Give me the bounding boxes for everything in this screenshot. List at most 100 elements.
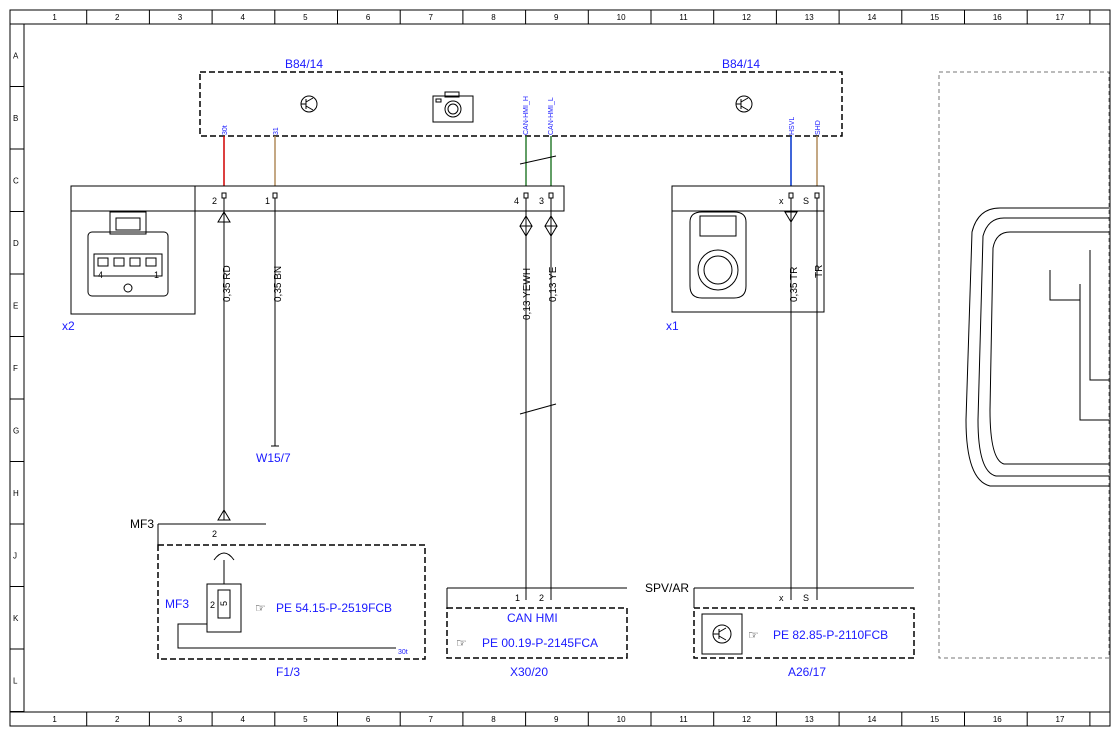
- signal-hsvl: HSVL: [789, 117, 796, 135]
- ref-hand-icon: ☞: [456, 636, 467, 650]
- grid-col-label: 16: [993, 715, 1002, 724]
- grid-col-label: 16: [993, 13, 1002, 22]
- fuse-icon: 2 5: [206, 560, 242, 633]
- grid-col-label: 7: [429, 13, 434, 22]
- grid-col-label: 14: [867, 715, 876, 724]
- pin-x2-1: 1: [265, 196, 270, 206]
- pin-x2-4: 4: [514, 196, 519, 206]
- signal-can-l: CAN-HMI_L: [548, 97, 555, 135]
- ref-pe-a26: PE 82.85-P-2110FCB: [773, 628, 888, 642]
- grid-col-label: 5: [303, 715, 308, 724]
- ref-pe-can: PE 00.19-P-2145FCA: [482, 636, 598, 650]
- plug-x2-pin-1: 1: [154, 270, 159, 280]
- connector-x2-label: x2: [62, 319, 75, 333]
- f1-3-label: F1/3: [276, 665, 300, 679]
- x30-20-label: X30/20: [510, 665, 548, 679]
- connector-x1-box: [671, 185, 825, 313]
- grid-col-label: 10: [617, 13, 626, 22]
- grid-col-label: 3: [178, 13, 183, 22]
- grid-row-label: A: [13, 51, 19, 60]
- grid-col-label: 13: [805, 13, 814, 22]
- grid-col-label: 12: [742, 13, 751, 22]
- vehicle-outline: [965, 207, 1109, 487]
- connector-arrow: [784, 211, 798, 223]
- pin-x2-3: 3: [539, 196, 544, 206]
- connector-x2-box: [70, 185, 196, 315]
- plug-x2-pin-4: 4: [98, 270, 103, 280]
- pin-spv-x: x: [779, 593, 784, 603]
- pin-can-2: 2: [539, 593, 544, 603]
- grid-col-label: 8: [491, 715, 496, 724]
- pin-can-1: 1: [515, 593, 520, 603]
- signal-can-h: CAN-HMI_H: [523, 96, 530, 135]
- grid-col-label: 9: [554, 13, 559, 22]
- grid-col-label: 4: [240, 715, 245, 724]
- grid-row-label: K: [13, 614, 19, 623]
- grid-col-label: 12: [742, 715, 751, 724]
- pin-x2-3-mark: [548, 192, 554, 199]
- grid-col-label: 6: [366, 13, 371, 22]
- pin-x1-x: x: [779, 196, 784, 206]
- double-arrow: [544, 215, 558, 237]
- grid-col-label: 11: [679, 715, 688, 724]
- fuse-pin-5: 5: [219, 601, 229, 606]
- vehicle-area-box: [938, 71, 1110, 659]
- b84-module-box: [199, 71, 843, 137]
- transistor-icon: [735, 95, 753, 113]
- pin-x2-4-mark: [523, 192, 529, 199]
- mf3-top-label: MF3: [130, 517, 154, 531]
- b84-left-label: B84/14: [285, 57, 323, 71]
- grid-col-label: 1: [52, 715, 57, 724]
- grid-row-label: E: [13, 301, 18, 310]
- ref-hand-icon: ☞: [748, 628, 759, 642]
- pin-x1-s: S: [803, 196, 809, 206]
- grid-col-label: 10: [617, 715, 626, 724]
- plug-x2-icon: 4 1: [87, 211, 169, 297]
- double-arrow: [519, 215, 533, 237]
- fuse-30t-label: 30t: [398, 649, 408, 656]
- grid-col-label: 14: [867, 13, 876, 22]
- twist-mark: [519, 155, 557, 165]
- grid-row-label: B: [13, 114, 18, 123]
- grid-row-label: L: [13, 676, 18, 685]
- grid-col-label: 6: [366, 715, 371, 724]
- spv-ar-label: SPV/AR: [645, 581, 689, 595]
- grid-row-label: J: [13, 551, 17, 560]
- grid-col-label: 8: [491, 13, 496, 22]
- grid-col-label: 17: [1056, 715, 1065, 724]
- grid-col-label: 13: [805, 715, 814, 724]
- grid-row-label: G: [13, 426, 19, 435]
- grid-row-label: C: [13, 176, 19, 185]
- pin-x2-1-mark: [272, 192, 278, 199]
- a26-17-inner: [701, 613, 743, 655]
- pin-spv-s: S: [803, 593, 809, 603]
- grid-col-label: 15: [930, 715, 939, 724]
- twist-mark: [519, 403, 557, 415]
- wire-label-rd: 0,35 RD: [222, 265, 233, 302]
- can-hmi-label: CAN HMI: [507, 611, 558, 625]
- pin-x2-2: 2: [212, 196, 217, 206]
- fuse-return-line: [177, 623, 396, 649]
- pin-x1-s-mark: [814, 192, 820, 199]
- connector-arrow: [217, 211, 231, 223]
- wire-label-tr1: 0,35 TR: [789, 267, 800, 302]
- plug-x1-icon: [689, 211, 747, 299]
- grid-col-label: 1: [52, 13, 57, 22]
- grid-col-label: 17: [1056, 13, 1065, 22]
- diagram-frame: [9, 9, 1111, 727]
- wire-label-bn: 0,35 BN: [273, 266, 284, 302]
- signal-31: 31: [273, 127, 280, 135]
- fuse-box-f1-3: [157, 544, 426, 660]
- pin-x1-x-mark: [788, 192, 794, 199]
- connector-x1-label: x1: [666, 319, 679, 333]
- connector-x2-bar: [70, 185, 565, 212]
- pin-x2-2-mark: [221, 192, 227, 199]
- ref-pe-fuse: PE 54.15-P-2519FCB: [276, 601, 392, 615]
- transistor-icon: [712, 624, 732, 644]
- transistor-icon: [300, 95, 318, 113]
- ref-hand-icon: ☞: [255, 601, 266, 615]
- wire-label-yewh: 0,13 YEWH: [522, 268, 533, 320]
- can-hmi-box: [446, 607, 628, 659]
